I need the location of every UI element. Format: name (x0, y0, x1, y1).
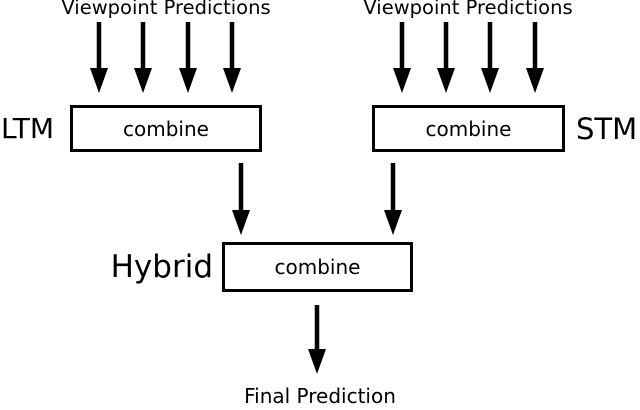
stm-label: STM (576, 111, 638, 146)
arrow-down-icon (308, 305, 326, 374)
arrow-down-icon (134, 22, 152, 93)
hybrid-combine-box: combine (222, 242, 413, 292)
stm-combine-box-label: combine (425, 116, 512, 141)
hybrid-combine-box-label: combine (274, 255, 361, 279)
hybrid-label: Hybrid (110, 249, 213, 285)
arrow-down-icon (481, 22, 499, 93)
stm-viewpoint-predictions-title: Viewpoint Predictions (363, 0, 573, 19)
arrow-down-icon (437, 22, 455, 93)
ltm-label: LTM (1, 112, 55, 145)
final-prediction-label: Final Prediction (244, 384, 396, 408)
arrow-down-icon (526, 22, 544, 93)
arrow-down-icon (179, 22, 197, 93)
arrow-down-icon (223, 22, 241, 93)
ltm-combine-box: combine (70, 105, 262, 152)
stm-combine-box: combine (372, 105, 565, 152)
ltm-combine-box-label: combine (123, 116, 209, 141)
ltm-viewpoint-predictions-title: Viewpoint Predictions (61, 0, 271, 19)
arrow-down-icon (393, 22, 411, 93)
arrow-down-icon (90, 22, 108, 93)
arrow-down-icon (232, 163, 250, 235)
arrow-down-icon (384, 163, 402, 235)
